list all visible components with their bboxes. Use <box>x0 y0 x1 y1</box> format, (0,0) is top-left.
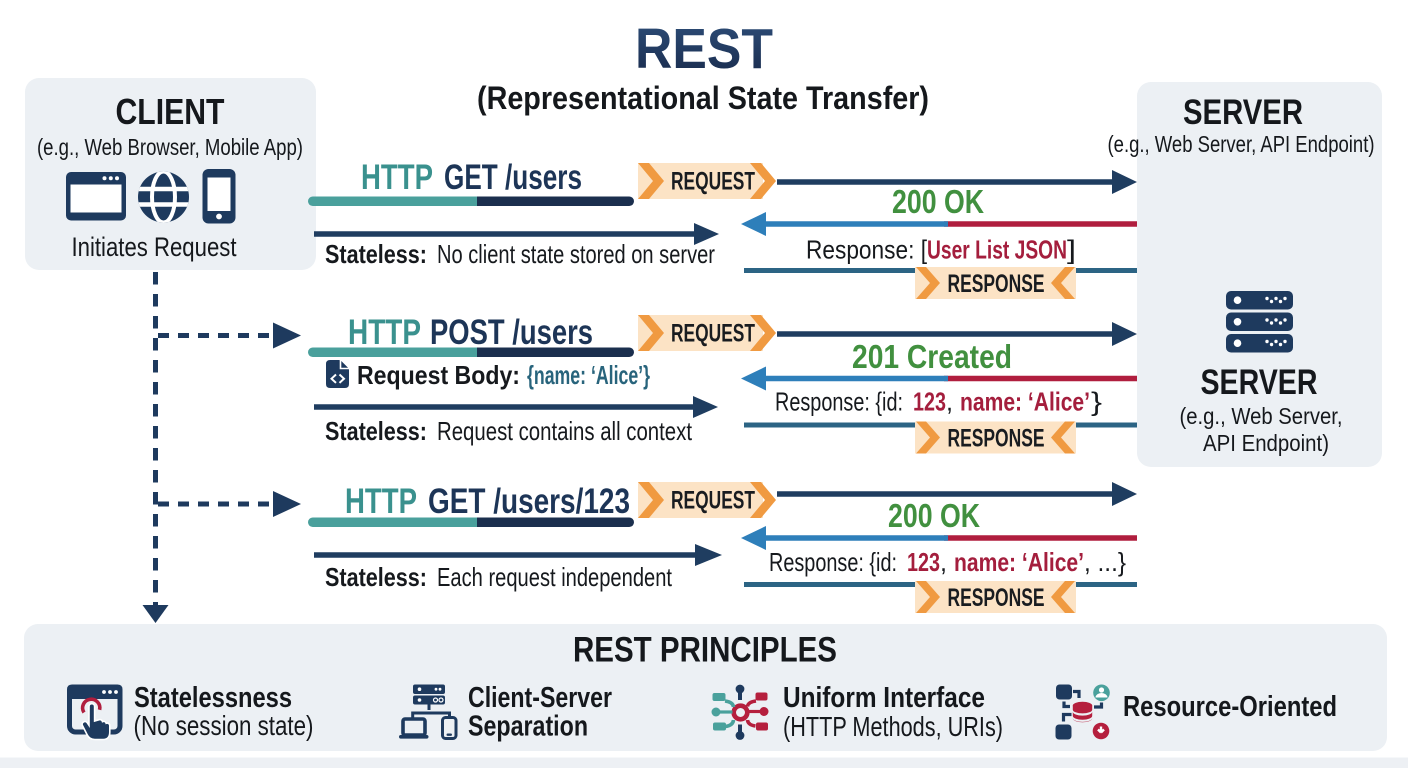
svg-text:Resource-Oriented: Resource-Oriented <box>1123 691 1337 723</box>
svg-text:{name: ‘Alice’}: {name: ‘Alice’} <box>527 360 650 390</box>
svg-text:(HTTP Methods, URIs): (HTTP Methods, URIs) <box>783 711 1003 742</box>
svg-text:REST: REST <box>635 17 773 81</box>
svg-text:123: 123 <box>907 547 940 577</box>
svg-text:Response: [: Response: [ <box>806 235 928 265</box>
svg-text:Response: {id:: Response: {id: <box>769 547 897 577</box>
svg-text:Uniform Interface: Uniform Interface <box>783 682 985 714</box>
svg-text:HTTP: HTTP <box>345 482 417 521</box>
svg-text:Stateless:: Stateless: <box>325 239 427 269</box>
svg-text:GET /users/123: GET /users/123 <box>428 482 630 521</box>
svg-text:200 OK: 200 OK <box>892 183 984 220</box>
svg-text:REST PRINCIPLES: REST PRINCIPLES <box>573 631 837 670</box>
svg-text:(No session state): (No session state) <box>134 710 314 741</box>
svg-text:Separation: Separation <box>468 711 588 743</box>
svg-text:SERVER: SERVER <box>1201 363 1318 402</box>
svg-text:name: ‘Alice’: name: ‘Alice’ <box>960 387 1090 417</box>
svg-text:(e.g., Web Browser, Mobile App: (e.g., Web Browser, Mobile App) <box>37 134 303 160</box>
svg-text:CLIENT: CLIENT <box>116 91 225 132</box>
svg-text:200 OK: 200 OK <box>888 497 980 534</box>
svg-text:Request Body:: Request Body: <box>357 360 520 390</box>
svg-text:, ...}: , ...} <box>1084 547 1126 577</box>
svg-text:,: , <box>946 387 953 417</box>
svg-text:SERVER: SERVER <box>1183 93 1303 132</box>
svg-text:Statelessness: Statelessness <box>134 682 292 714</box>
svg-text:Response: {id:: Response: {id: <box>775 387 903 417</box>
svg-text:}: } <box>1091 387 1102 417</box>
svg-text:Client-Server: Client-Server <box>468 682 612 714</box>
svg-text:Request contains all context: Request contains all context <box>437 416 693 446</box>
svg-text:(e.g., Web Server, API Endpoin: (e.g., Web Server, API Endpoint) <box>1108 131 1375 157</box>
svg-text:Stateless:: Stateless: <box>325 416 427 446</box>
svg-text:GET /users: GET /users <box>444 158 582 197</box>
svg-text:No client state stored on serv: No client state stored on server <box>437 239 715 269</box>
svg-text:,: , <box>940 547 947 577</box>
svg-text:POST /users: POST /users <box>430 313 593 352</box>
svg-text:name: ‘Alice’: name: ‘Alice’ <box>954 547 1084 577</box>
svg-text:(e.g., Web Server,: (e.g., Web Server, <box>1180 403 1343 429</box>
svg-text:HTTP: HTTP <box>361 158 433 197</box>
svg-text:Initiates Request: Initiates Request <box>72 232 237 262</box>
svg-text:(Representational State Transf: (Representational State Transfer) <box>477 80 929 116</box>
svg-text:API Endpoint): API Endpoint) <box>1203 430 1329 456</box>
svg-text:201 Created: 201 Created <box>852 338 1012 375</box>
svg-text:User List JSON: User List JSON <box>927 235 1067 265</box>
svg-text:Stateless:: Stateless: <box>325 562 427 592</box>
svg-text:123: 123 <box>913 387 946 417</box>
svg-text:HTTP: HTTP <box>348 313 421 352</box>
svg-text:]: ] <box>1067 235 1076 265</box>
svg-text:Each request independent: Each request independent <box>437 562 673 592</box>
